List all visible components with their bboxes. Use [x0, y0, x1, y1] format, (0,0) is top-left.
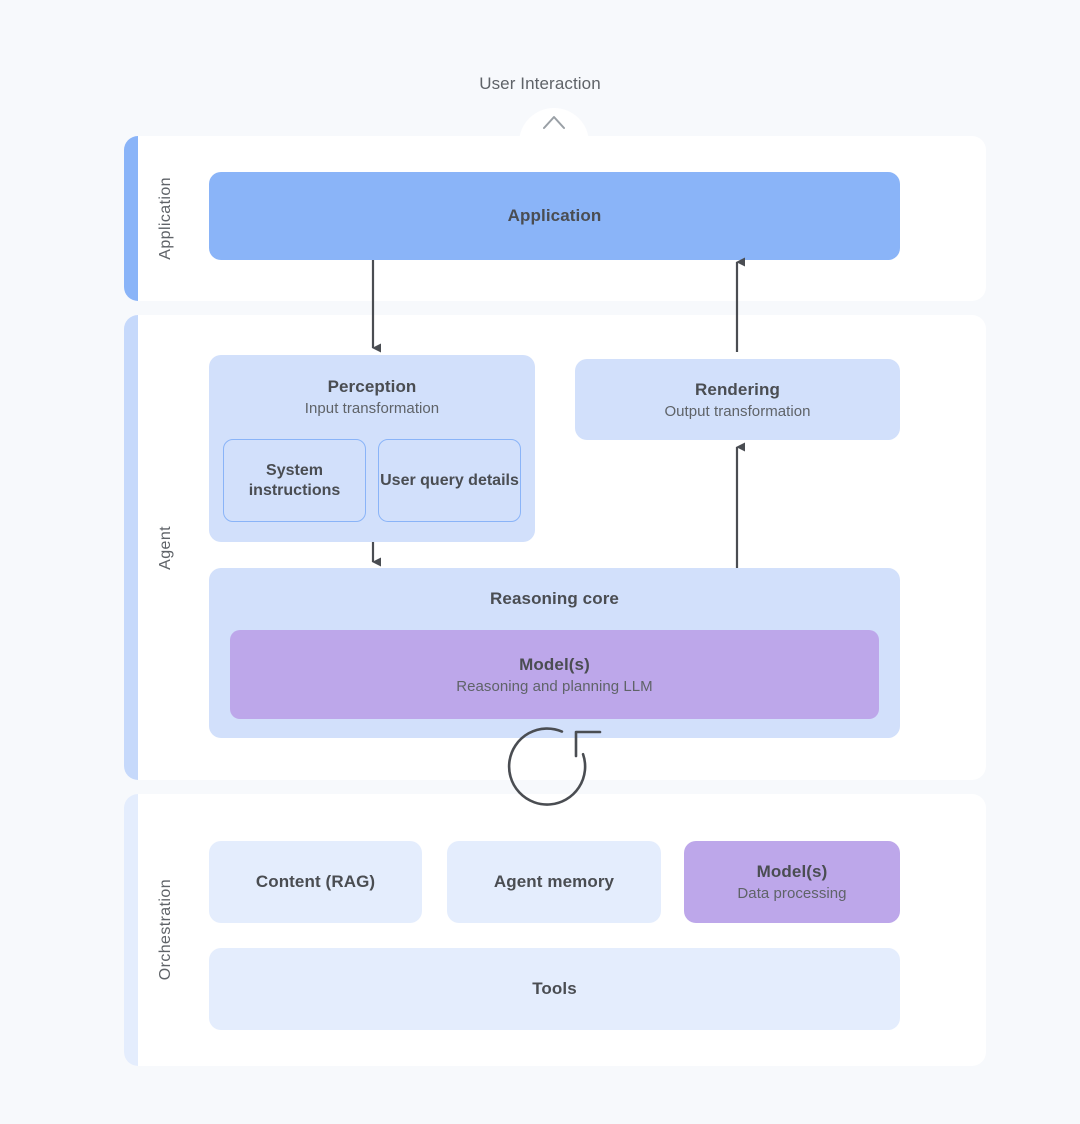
section-accent-orchestration [124, 794, 138, 1066]
section-label-orchestration-text: Orchestration [157, 879, 174, 981]
node-application-title: Application [507, 206, 602, 225]
node-perception[interactable]: Perception Input transformation System i… [209, 355, 535, 542]
section-accent-application [124, 136, 138, 301]
node-agent-memory[interactable]: Agent memory [447, 841, 661, 923]
section-label-orchestration: Orchestration [146, 794, 186, 1066]
perception-subnode-row: System instructions User query details [223, 439, 521, 522]
circular-loop-arrow-icon [507, 727, 602, 806]
node-rendering[interactable]: Rendering Output transformation [575, 359, 900, 440]
section-label-agent-text: Agent [157, 525, 174, 570]
node-content-rag-title: Content (RAG) [255, 872, 376, 891]
user-interaction-label: User Interaction [479, 74, 601, 93]
node-model-data-subtitle: Data processing [737, 885, 847, 902]
section-accent-agent [124, 315, 138, 780]
node-perception-title: Perception [327, 377, 417, 396]
node-agent-memory-title: Agent memory [493, 872, 615, 891]
node-rendering-subtitle: Output transformation [664, 402, 811, 420]
subnode-system-instructions[interactable]: System instructions [223, 439, 366, 522]
node-model-data[interactable]: Model(s) Data processing [684, 841, 900, 923]
node-application[interactable]: Application [209, 172, 900, 260]
node-model-reasoning-title: Model(s) [519, 654, 590, 674]
node-reasoning-core-title: Reasoning core [490, 589, 619, 608]
section-label-agent: Agent [146, 315, 186, 780]
node-perception-subtitle: Input transformation [304, 400, 440, 417]
node-tools[interactable]: Tools [209, 948, 900, 1030]
node-model-data-title: Model(s) [756, 862, 828, 881]
node-rendering-title: Rendering [695, 379, 780, 399]
node-tools-title: Tools [532, 979, 577, 998]
node-reasoning-core[interactable]: Reasoning core Model(s) Reasoning and pl… [209, 568, 900, 738]
node-model-reasoning-subtitle: Reasoning and planning LLM [456, 677, 653, 695]
node-model-reasoning[interactable]: Model(s) Reasoning and planning LLM [230, 630, 879, 719]
subnode-user-query-details[interactable]: User query details [378, 439, 521, 522]
node-content-rag[interactable]: Content (RAG) [209, 841, 422, 923]
section-label-application-text: Application [157, 177, 174, 260]
section-label-application: Application [146, 136, 186, 301]
